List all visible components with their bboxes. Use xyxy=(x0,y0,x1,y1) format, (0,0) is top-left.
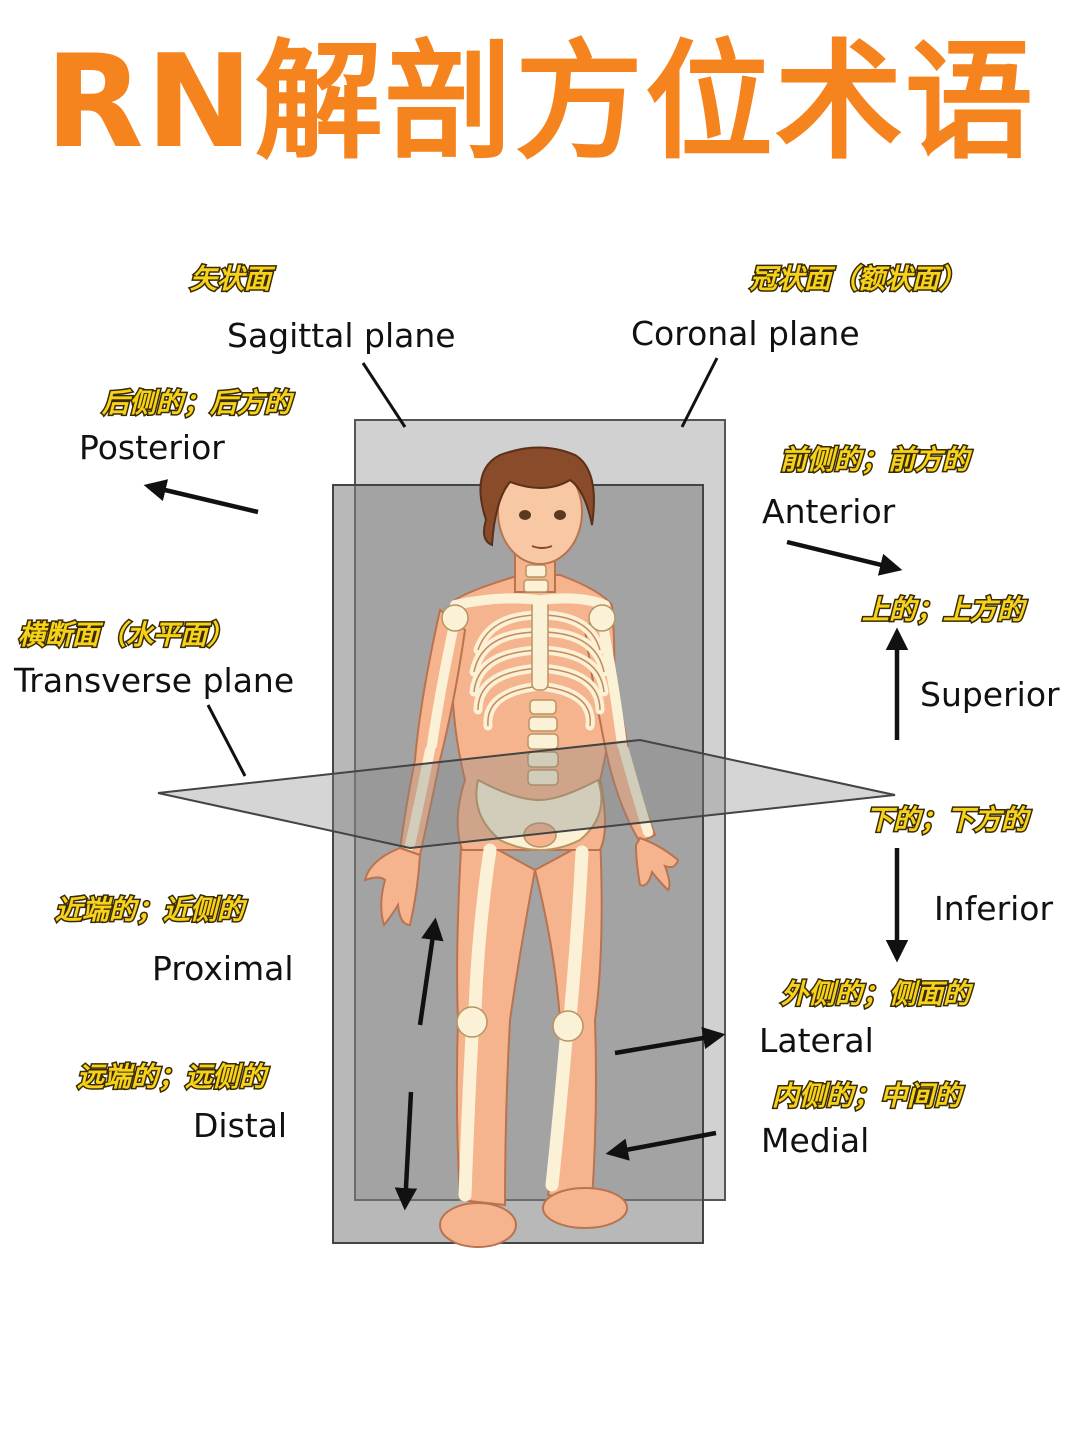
distal-cn-label: 远端的；远侧的 xyxy=(77,1062,270,1093)
posterior-cn-label: 后侧的；后方的 xyxy=(101,388,295,419)
anterior-en-label: Anterior xyxy=(762,492,896,531)
page-title: RN解剖方位术语 xyxy=(45,28,1035,177)
medial-en-label: Medial xyxy=(761,1121,869,1160)
anterior-cn-label: 前侧的；前方的 xyxy=(780,445,973,476)
coronal-cn-label: 冠状面（额状面） xyxy=(749,264,966,295)
transverse-leader-line xyxy=(206,704,247,777)
lateral-en-label: Lateral xyxy=(759,1021,874,1060)
superior-cn-label: 上的；上方的 xyxy=(862,595,1028,626)
distal-en-label: Distal xyxy=(193,1106,287,1145)
human-figure xyxy=(363,446,680,1248)
posterior-arrow xyxy=(143,479,259,515)
proximal-arrow xyxy=(417,917,444,1026)
medial-cn-label: 内侧的；中间的 xyxy=(772,1081,965,1112)
superior-en-label: Superior xyxy=(920,675,1060,714)
coronal-en-label: Coronal plane xyxy=(631,314,860,353)
anterior-arrow xyxy=(786,539,903,576)
transverse-plane-shape xyxy=(157,738,896,850)
sagittal-en-label: Sagittal plane xyxy=(227,316,456,355)
sagittal-leader-line xyxy=(361,362,407,428)
lateral-cn-label: 外侧的；侧面的 xyxy=(781,979,974,1010)
proximal-cn-label: 近端的；近侧的 xyxy=(55,895,248,926)
medial-arrow xyxy=(605,1130,717,1161)
sagittal-cn-label: 矢状面 xyxy=(190,264,276,295)
distal-arrow xyxy=(394,1091,418,1211)
posterior-en-label: Posterior xyxy=(79,428,225,467)
transverse-en-label: Transverse plane xyxy=(13,661,294,700)
lateral-arrow xyxy=(614,1026,726,1056)
coronal-leader-line xyxy=(680,357,719,428)
proximal-en-label: Proximal xyxy=(152,949,294,988)
transverse-cn-label: 横断面（水平面） xyxy=(18,620,234,651)
inferior-cn-label: 下的；下方的 xyxy=(866,805,1032,836)
inferior-en-label: Inferior xyxy=(934,889,1053,928)
